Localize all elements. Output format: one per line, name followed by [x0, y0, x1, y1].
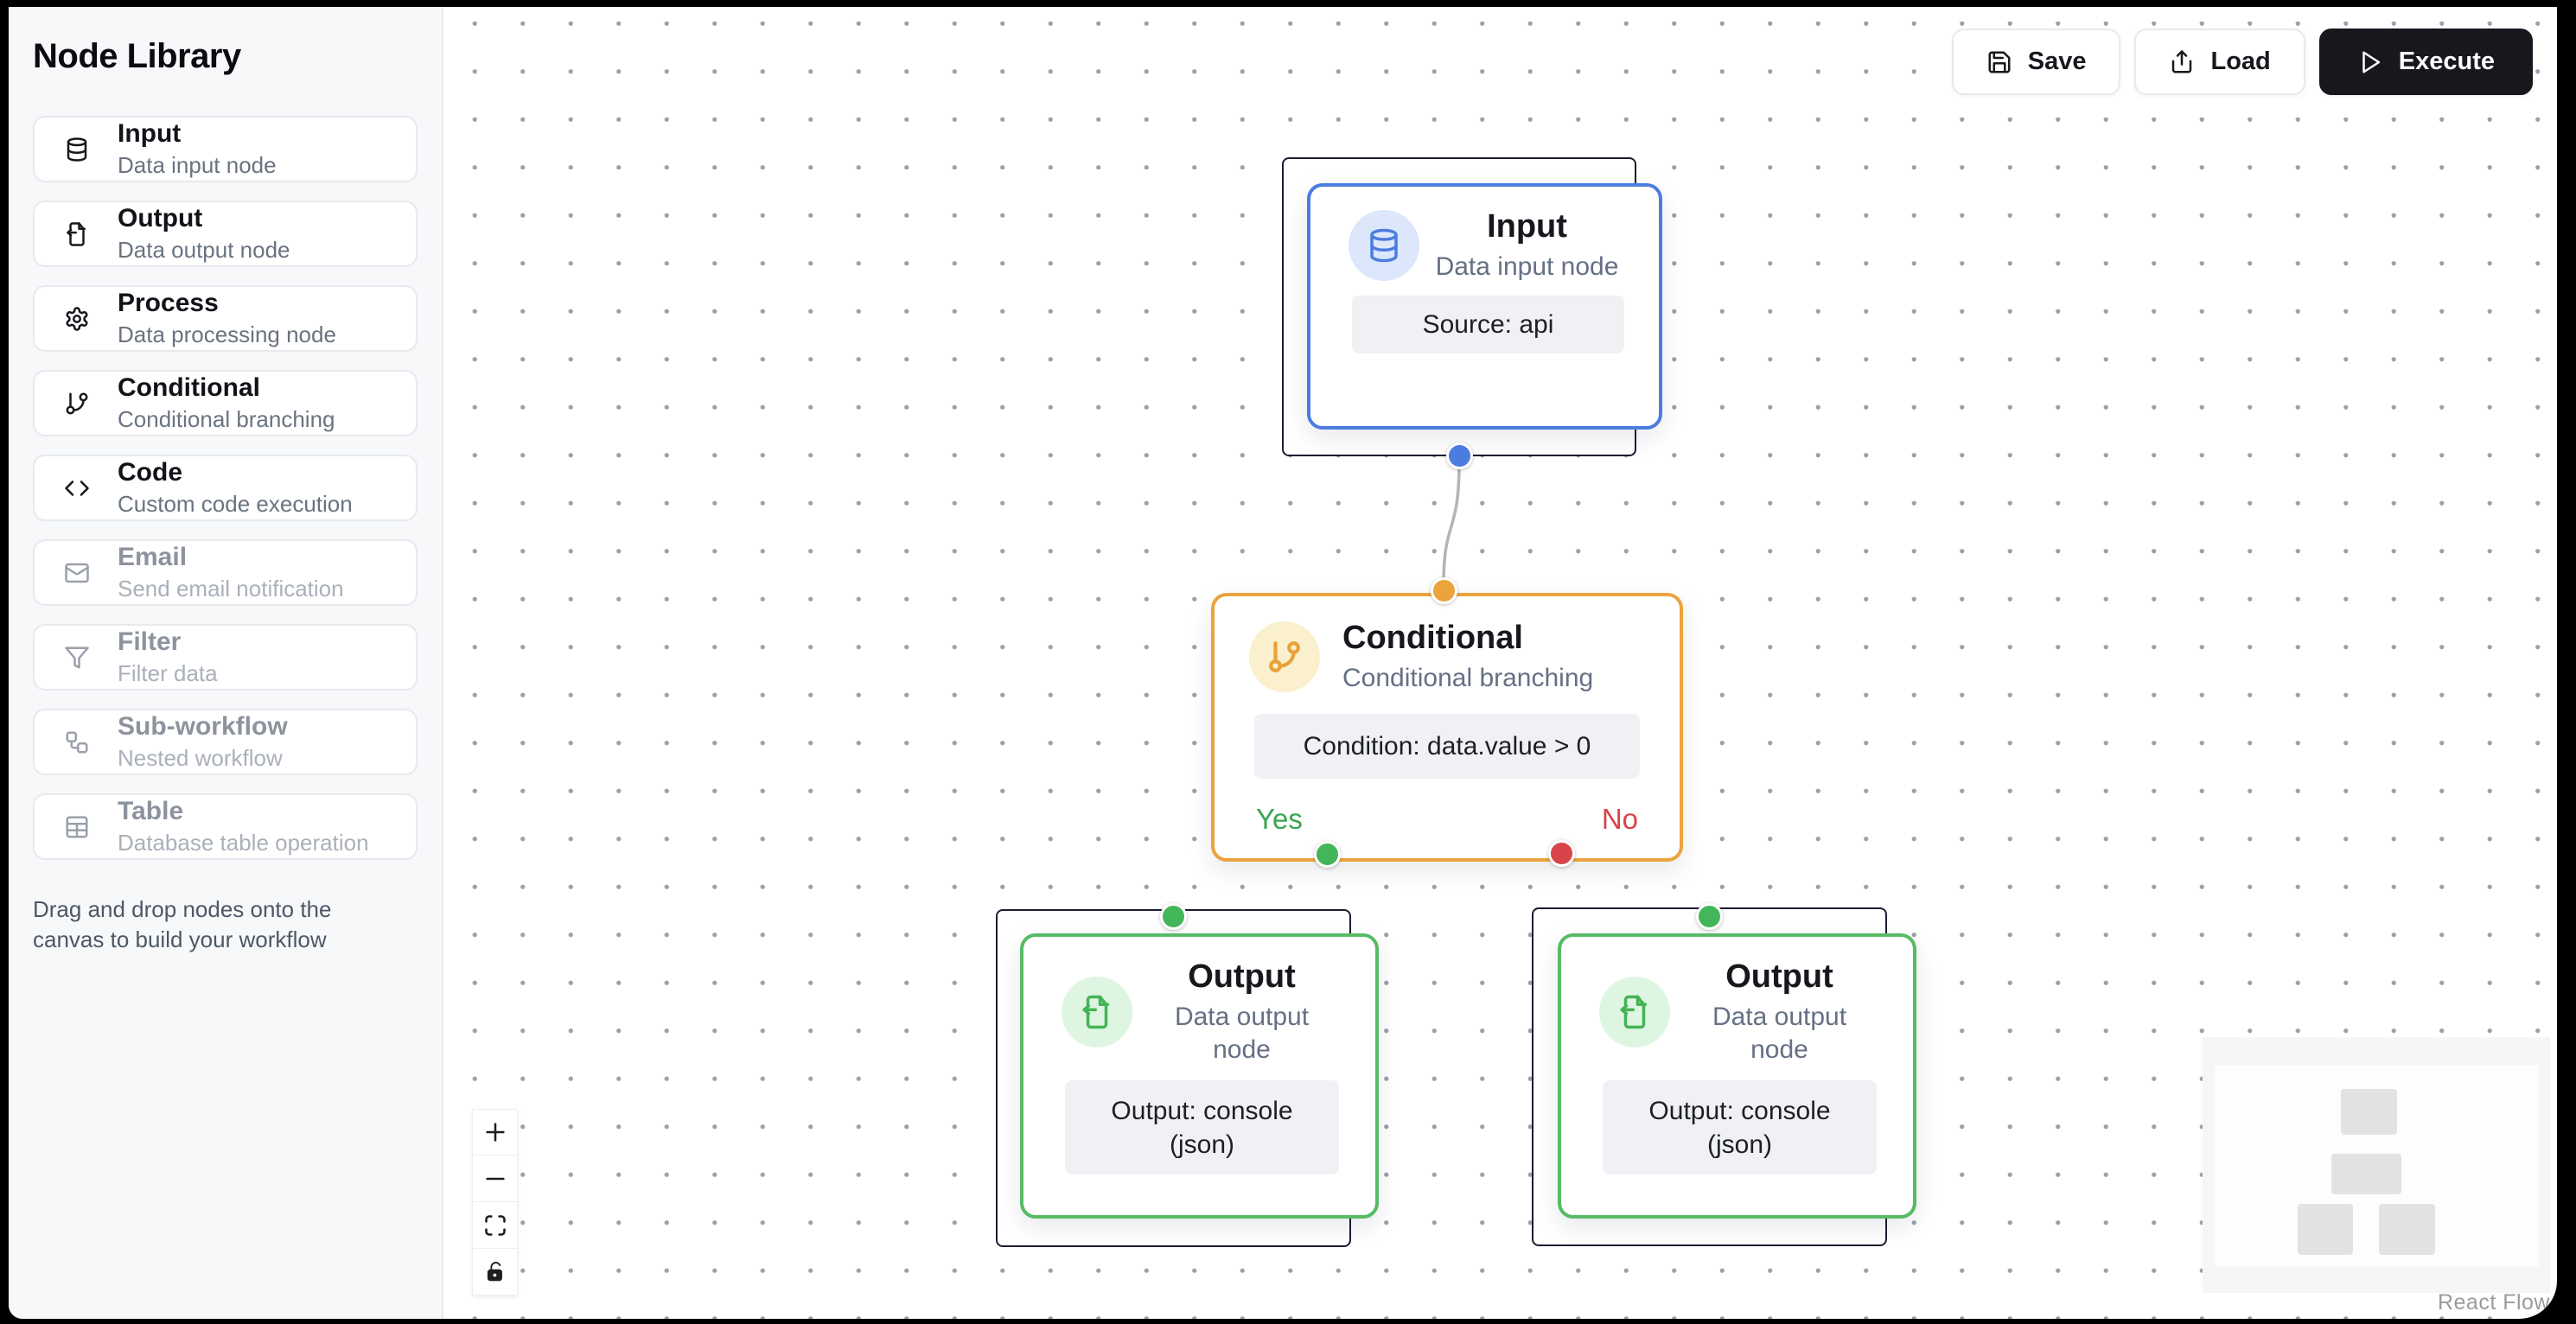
- input-source-handle[interactable]: [1446, 442, 1473, 469]
- output-node-2[interactable]: Output Data output node Output: console …: [1558, 933, 1916, 1219]
- load-button-label: Load: [2210, 48, 2271, 75]
- library-item-description: Custom code execution: [118, 490, 353, 517]
- minimap-node-output-2: [2379, 1204, 2435, 1255]
- save-icon: [1986, 49, 2012, 75]
- workflow-icon: [64, 729, 90, 755]
- input-node[interactable]: Input Data input node Source: api: [1307, 183, 1662, 430]
- library-item-email: Email Send email notification: [33, 539, 418, 606]
- sidebar-hint: Drag and drop nodes onto the canvas to b…: [33, 896, 332, 953]
- library-item-description: Conditional branching: [118, 405, 335, 432]
- node-title: Input: [1487, 208, 1567, 245]
- library-item-label: Code: [118, 458, 182, 487]
- react-flow-attribution: React Flow: [2437, 1290, 2550, 1314]
- output-2-target-handle[interactable]: [1696, 903, 1723, 930]
- node-detail: Condition: data.value > 0: [1254, 713, 1640, 779]
- conditional-no-handle[interactable]: [1548, 840, 1575, 867]
- yes-branch-label: Yes: [1256, 803, 1303, 835]
- library-item-description: Database table operation: [118, 829, 369, 856]
- library-item-code[interactable]: Code Custom code execution: [33, 455, 418, 521]
- minus-icon: [483, 1167, 507, 1191]
- upload-icon: [2169, 49, 2195, 75]
- library-item-description: Nested workflow: [118, 744, 283, 771]
- minimap-node-input: [2341, 1089, 2397, 1135]
- execute-button-label: Execute: [2398, 48, 2495, 75]
- sidebar-title: Node Library: [33, 37, 241, 75]
- library-item-process[interactable]: Process Data processing node: [33, 285, 418, 352]
- library-item-label: Output: [118, 204, 203, 233]
- file-output-icon: [64, 221, 90, 247]
- library-item-subworkflow: Sub-workflow Nested workflow: [33, 709, 418, 775]
- library-item-label: Sub-workflow: [118, 712, 288, 742]
- table-icon: [64, 814, 90, 840]
- zoom-out-button[interactable]: [472, 1155, 518, 1202]
- node-detail: Output: console (json): [1065, 1080, 1339, 1175]
- mail-icon: [64, 560, 90, 586]
- library-item-description: Filter data: [118, 659, 218, 686]
- library-item-description: Data processing node: [118, 321, 336, 347]
- node-subtitle: Data output node: [1174, 1002, 1310, 1064]
- node-subtitle: Data output node: [1712, 1002, 1847, 1064]
- library-item-output[interactable]: Output Data output node: [33, 201, 418, 267]
- no-branch-label: No: [1601, 803, 1638, 835]
- node-detail: Output: console (json): [1603, 1080, 1877, 1175]
- play-icon: [2357, 49, 2383, 75]
- library-item-table: Table Database table operation: [33, 793, 418, 860]
- library-item-label: Conditional: [118, 373, 260, 403]
- library-item-conditional[interactable]: Conditional Conditional branching: [33, 370, 418, 436]
- plus-icon: [483, 1120, 507, 1144]
- node-title: Conditional: [1342, 620, 1523, 656]
- save-button-label: Save: [2027, 48, 2087, 75]
- library-item-label: Email: [118, 543, 188, 572]
- save-button[interactable]: Save: [1951, 29, 2121, 95]
- node-subtitle: Conditional branching: [1342, 663, 1594, 692]
- lock-toggle-button[interactable]: [472, 1249, 518, 1295]
- toolbar: Save Load Execute: [1951, 29, 2533, 95]
- conditional-node[interactable]: Conditional Conditional branching Condit…: [1211, 593, 1683, 862]
- library-item-description: Data input node: [118, 151, 277, 178]
- load-button[interactable]: Load: [2134, 29, 2305, 95]
- output-node-1[interactable]: Output Data output node Output: console …: [1020, 933, 1379, 1219]
- library-item-label: Table: [118, 797, 184, 826]
- conditional-yes-handle[interactable]: [1314, 841, 1341, 868]
- library-item-label: Filter: [118, 627, 182, 657]
- node-title: Output: [1725, 958, 1833, 995]
- node-subtitle: Data input node: [1435, 251, 1619, 281]
- conditional-target-handle[interactable]: [1431, 577, 1457, 604]
- library-item-label: Process: [118, 289, 219, 318]
- execute-button[interactable]: Execute: [2318, 29, 2533, 95]
- database-icon: [64, 137, 90, 162]
- minimap-node-conditional: [2331, 1154, 2401, 1194]
- library-item-label: Input: [118, 119, 182, 149]
- library-item-filter: Filter Filter data: [33, 624, 418, 691]
- code-icon: [64, 475, 90, 501]
- database-icon: [1349, 209, 1419, 281]
- gear-icon: [64, 306, 90, 332]
- library-item-input[interactable]: Input Data input node: [33, 116, 418, 182]
- zoom-in-button[interactable]: [472, 1109, 518, 1155]
- fit-view-button[interactable]: [472, 1202, 518, 1249]
- file-output-icon: [1599, 977, 1670, 1048]
- node-library-panel: Node Library Input Data input node Outpu…: [9, 7, 443, 1319]
- funnel-icon: [64, 645, 90, 671]
- output-1-target-handle[interactable]: [1160, 903, 1187, 930]
- minimap[interactable]: [2203, 1037, 2550, 1293]
- maximize-icon: [483, 1213, 507, 1238]
- workflow-builder-window: Input Data input node Source: api: [9, 7, 2557, 1319]
- canvas-controls: [472, 1109, 518, 1295]
- node-title: Output: [1188, 958, 1296, 995]
- git-branch-icon: [64, 391, 90, 417]
- file-output-icon: [1062, 977, 1132, 1048]
- node-detail: Source: api: [1352, 295, 1624, 353]
- git-branch-icon: [1249, 621, 1320, 692]
- library-item-description: Data output node: [118, 236, 290, 263]
- library-item-description: Send email notification: [118, 575, 344, 602]
- unlock-icon: [483, 1260, 507, 1284]
- minimap-node-output-1: [2298, 1204, 2353, 1255]
